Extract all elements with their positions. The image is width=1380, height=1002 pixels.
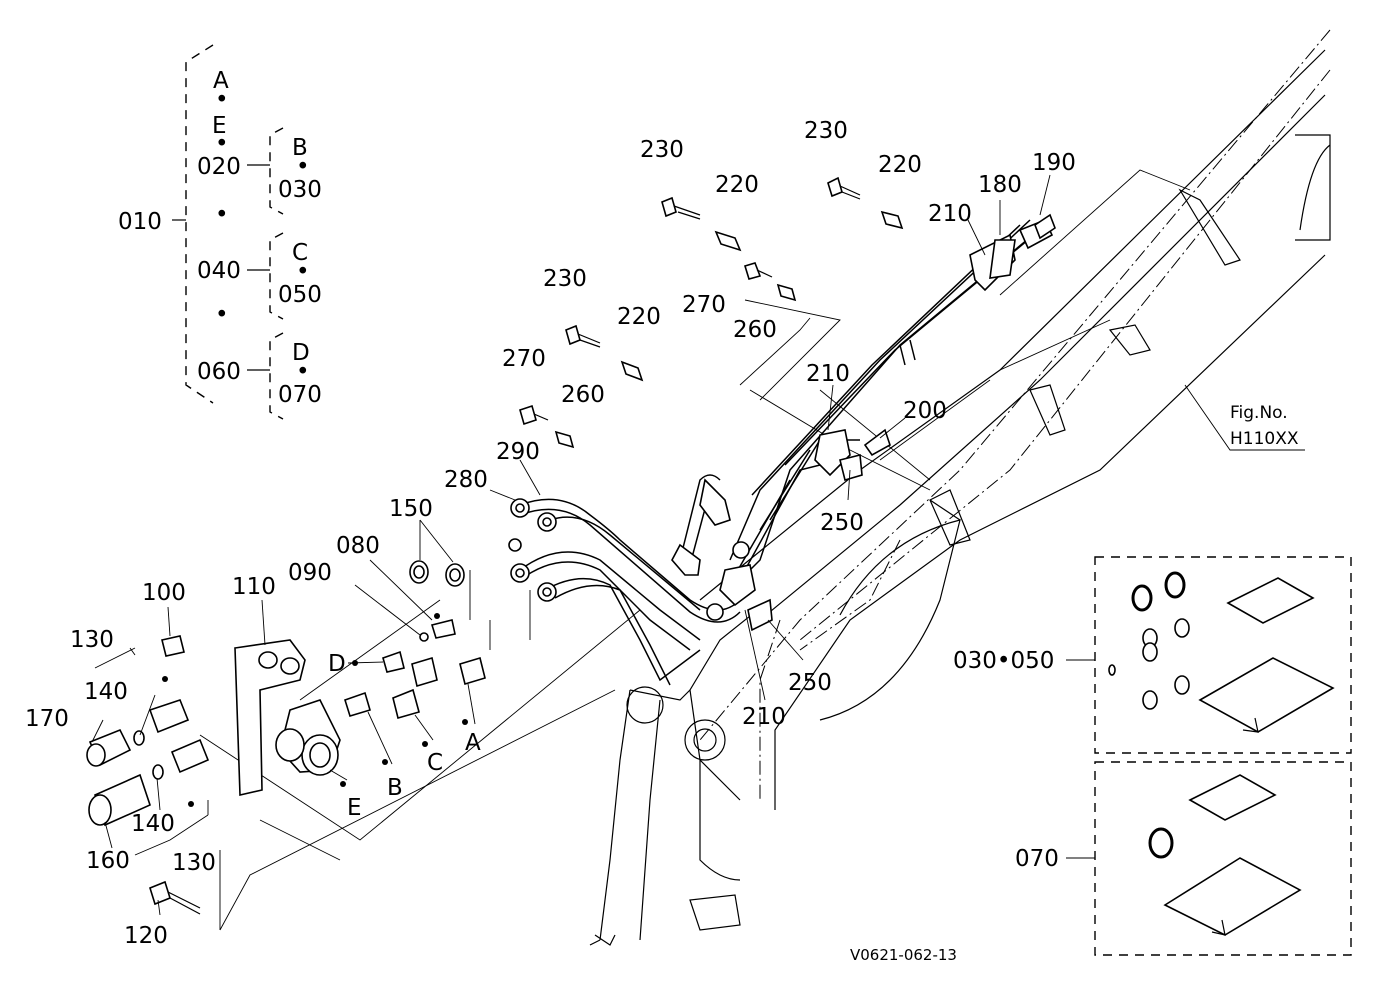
hydraulic-pipes xyxy=(519,219,1046,686)
tree-b: B xyxy=(292,135,308,161)
callout-a: A xyxy=(465,730,481,756)
pipe-clamps xyxy=(508,213,1056,632)
callout-170: 170 xyxy=(25,706,69,732)
callout-210-b: 210 xyxy=(806,361,850,387)
fig-ref-line2: H110XX xyxy=(1230,429,1299,449)
tree-020: 020 xyxy=(197,154,241,180)
callout-e: E xyxy=(347,795,362,821)
leader-lines xyxy=(91,174,1095,916)
callout-220-a: 220 xyxy=(715,172,759,198)
callout-250-a: 250 xyxy=(820,510,864,536)
callout-090: 090 xyxy=(288,560,332,586)
tree-030: 030 xyxy=(278,177,322,203)
callout-160: 160 xyxy=(86,848,130,874)
callout-100: 100 xyxy=(142,580,186,606)
reference-lines xyxy=(199,169,1305,931)
tree-dot-1: • xyxy=(215,87,229,113)
callout-c: C xyxy=(427,750,443,776)
callout-110: 110 xyxy=(232,574,276,600)
boom-outline xyxy=(589,29,1331,946)
figure-reference: Fig.No. H110XX xyxy=(1230,403,1299,449)
tree-040: 040 xyxy=(197,258,241,284)
callout-d: D xyxy=(328,651,346,677)
callout-210-a: 210 xyxy=(928,201,972,227)
tree-050: 050 xyxy=(278,282,322,308)
tree-e: E xyxy=(212,113,227,139)
callout-140-b: 140 xyxy=(131,811,175,837)
tree-dot-7: • xyxy=(296,359,310,385)
callout-080: 080 xyxy=(336,533,380,559)
callout-b: B xyxy=(387,775,403,801)
tree-dot-3: • xyxy=(296,154,310,180)
tree-a: A xyxy=(213,68,229,94)
callout-130-b: 130 xyxy=(172,850,216,876)
callout-270-a: 270 xyxy=(682,292,726,318)
callout-230-b: 230 xyxy=(804,118,848,144)
callout-280: 280 xyxy=(444,467,488,493)
tree-dot-4: • xyxy=(215,202,229,228)
callout-270-b: 270 xyxy=(502,346,546,372)
fasteners xyxy=(86,176,904,915)
tree-dot-5: • xyxy=(296,259,310,285)
callout-150: 150 xyxy=(389,496,433,522)
tree-dot-6: • xyxy=(215,302,229,328)
seal-kit-box-2 xyxy=(1094,761,1352,956)
callout-190: 190 xyxy=(1032,150,1076,176)
callout-230-a: 230 xyxy=(640,137,684,163)
callout-210-c: 210 xyxy=(742,704,786,730)
tree-060: 060 xyxy=(197,359,241,385)
callout-220-c: 220 xyxy=(617,304,661,330)
drawing-code: V0621-062-13 xyxy=(850,946,957,964)
callout-120: 120 xyxy=(124,923,168,949)
callout-130-a: 130 xyxy=(70,627,114,653)
callout-kit-030-050: 030•050 xyxy=(953,648,1054,674)
tree-c: C xyxy=(292,240,308,266)
callout-180: 180 xyxy=(978,172,1022,198)
callout-220-b: 220 xyxy=(878,152,922,178)
tree-dot-2: • xyxy=(215,131,229,157)
callout-200: 200 xyxy=(903,398,947,424)
callout-labels: 230 220 230 220 190 180 210 270 260 230 … xyxy=(25,118,1076,949)
tree-root: 010 xyxy=(118,209,162,235)
seal-kit-box-1 xyxy=(1094,556,1352,754)
callout-140-a: 140 xyxy=(84,679,128,705)
callout-230-c: 230 xyxy=(543,266,587,292)
fig-ref-line1: Fig.No. xyxy=(1230,403,1288,423)
callout-260-b: 260 xyxy=(561,382,605,408)
callout-260-a: 260 xyxy=(733,317,777,343)
callout-250-b: 250 xyxy=(788,670,832,696)
assembly-tree: 010 A • E • 020 B • 030 • 040 C • 050 • … xyxy=(118,44,322,420)
tree-d: D xyxy=(292,340,310,366)
callout-kit-070: 070 xyxy=(1015,846,1059,872)
tree-070: 070 xyxy=(278,382,322,408)
callout-290: 290 xyxy=(496,439,540,465)
